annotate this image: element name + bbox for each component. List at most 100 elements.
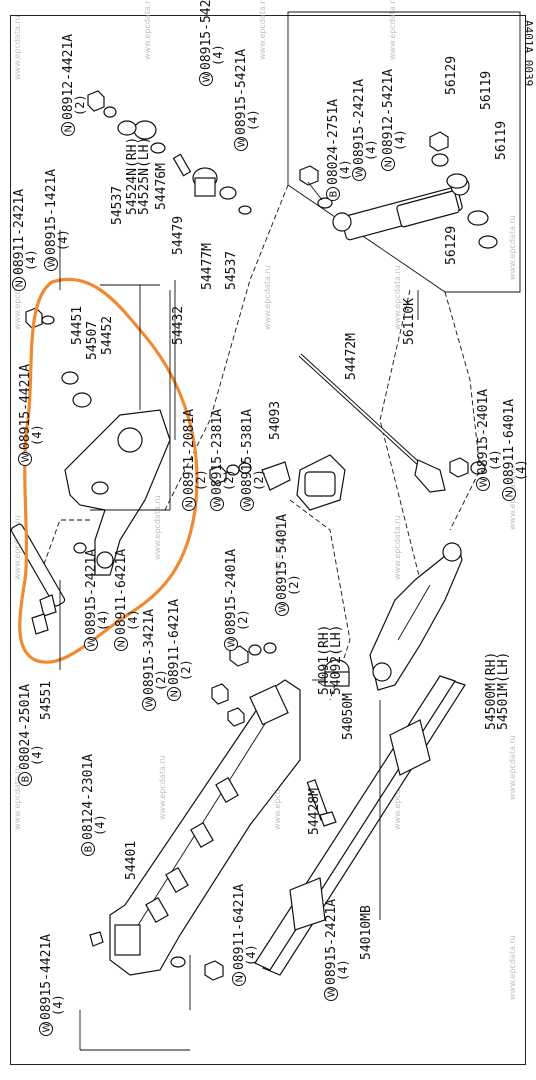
- side-rail: [254, 675, 466, 976]
- part-number: 54428M: [307, 788, 322, 835]
- callout-prefix: W: [87, 638, 98, 648]
- part-number: 54524N(RH): [125, 137, 140, 215]
- callout-prefix: N: [170, 690, 181, 697]
- part-quantity: (2): [236, 609, 250, 631]
- part-callout: 54472M: [344, 333, 359, 380]
- callout-prefix-circle: [224, 637, 238, 651]
- watermark-text: www.epcdata.ru: [13, 15, 22, 80]
- callout-prefix-circle: [18, 772, 32, 786]
- rubber-mount: [312, 659, 350, 687]
- part-number: 08915-5421A: [199, 0, 214, 70]
- callout-prefix-circle: [502, 487, 516, 501]
- part-quantity: (4): [514, 459, 528, 481]
- callout-prefix-circle: [234, 137, 248, 151]
- part-quantity: (2): [179, 659, 193, 681]
- part-callout: 54091(RH): [317, 625, 332, 695]
- callout-prefix: W: [213, 498, 224, 508]
- part-number: 54551: [39, 681, 54, 720]
- part-number: 54501M(LH): [496, 652, 511, 730]
- callout-prefix: N: [15, 280, 26, 287]
- callout-prefix: W: [227, 638, 238, 648]
- part-number: 08915-4421A: [18, 364, 33, 450]
- part-callout: 56129: [444, 226, 459, 265]
- part-number: 08911-6421A: [232, 884, 247, 970]
- part-number: 56110K: [402, 298, 417, 345]
- callout-prefix: B: [84, 846, 95, 853]
- watermark-text: www.epcdata.ru: [273, 765, 282, 830]
- part-callout: 54507: [85, 321, 100, 360]
- part-callout: 54432: [171, 306, 186, 345]
- shock-absorber-inset: [287, 11, 521, 320]
- part-number: 08915-3421A: [142, 609, 157, 695]
- part-callout: 54525N(LH): [137, 137, 152, 215]
- part-number: 08124-2301A: [81, 754, 96, 840]
- highlighted-bracket-assembly: [10, 307, 171, 635]
- watermark-text: www.epcdata.ru: [393, 265, 402, 330]
- part-quantity: (4): [336, 959, 350, 981]
- callout-prefix: W: [145, 698, 156, 708]
- part-callout: 56129: [444, 56, 459, 95]
- part-quantity: (4): [126, 609, 140, 631]
- part-number: 08915-5381A: [240, 409, 255, 495]
- part-quantity: (4): [393, 129, 407, 151]
- part-number: 08911-2421A: [12, 189, 27, 275]
- part-quantity: (4): [93, 814, 107, 836]
- callout-prefix-circle: [199, 72, 213, 86]
- callout-prefix: N: [185, 500, 196, 507]
- part-quantity: (2): [287, 574, 301, 596]
- callout-prefix: B: [329, 191, 340, 198]
- part-number: 08915-2401A: [224, 549, 239, 635]
- part-number: 54010MB: [359, 905, 374, 960]
- part-number: 08912-5421A: [381, 69, 396, 155]
- part-quantity: (4): [96, 609, 110, 631]
- part-quantity: (4): [56, 229, 70, 251]
- callout-prefix-circle: [324, 987, 338, 1001]
- part-number: 54500M(RH): [484, 652, 499, 730]
- part-number: 54507: [85, 321, 100, 360]
- part-number: 56129: [444, 226, 459, 265]
- part-callout: 54501M(LH): [496, 652, 511, 730]
- upper-bushings: [87, 90, 252, 215]
- part-quantity: (2): [222, 469, 236, 491]
- callout-prefix: W: [243, 498, 254, 508]
- callout-prefix: N: [117, 640, 128, 647]
- callout-prefix-circle: [114, 637, 128, 651]
- callout-prefix-circle: [84, 637, 98, 651]
- part-number: 08915-5401A: [275, 514, 290, 600]
- part-callout: 54452: [100, 316, 115, 355]
- callout-prefix: W: [202, 73, 213, 83]
- part-number: 54477M: [200, 243, 215, 290]
- callout-prefix-circle: [326, 187, 340, 201]
- part-number: 08024-2501A: [18, 684, 33, 770]
- part-callout: 54479: [171, 216, 186, 255]
- part-callout: N 08911-2421A(4): [12, 189, 38, 291]
- diagram-reference-code: A401A 0039: [522, 20, 535, 86]
- part-quantity: (4): [24, 249, 38, 271]
- part-callout: 54428M: [307, 788, 322, 835]
- callout-prefix: N: [505, 490, 516, 497]
- part-callout: 54524N(RH): [125, 137, 140, 215]
- part-callout: 54537: [224, 251, 239, 290]
- watermark-text: www.epcdata.ru: [263, 265, 272, 330]
- part-number: 08912-4421A: [61, 34, 76, 120]
- part-number: 54050M: [341, 693, 356, 740]
- part-callout: 54092(LH): [329, 625, 344, 695]
- diagram-frame: [10, 15, 526, 1065]
- part-quantity: (4): [364, 139, 378, 161]
- part-quantity: (2): [73, 94, 87, 116]
- part-number: 08915-2421A: [352, 79, 367, 165]
